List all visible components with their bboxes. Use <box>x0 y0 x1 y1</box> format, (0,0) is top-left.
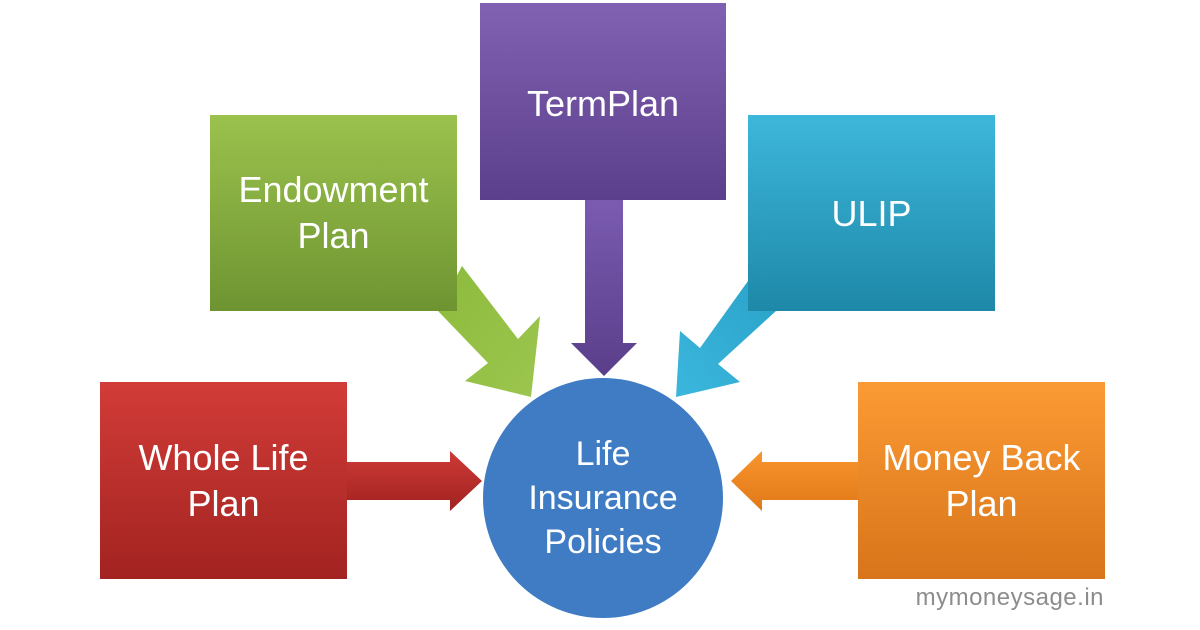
center-label-line1: Life <box>575 435 631 473</box>
money-back-arrow <box>731 451 858 511</box>
money-back-plan-box: Money Back Plan <box>858 382 1105 579</box>
whole-life-arrow <box>347 451 482 511</box>
endowment-plan-label-line1: Endowment <box>238 169 429 210</box>
center-label-line3: Policies <box>544 523 662 561</box>
money-back-plan-label-line1: Money Back <box>882 436 1081 478</box>
endowment-arrow <box>438 266 540 397</box>
endowment-plan-label-line2: Plan <box>297 215 370 256</box>
whole-life-plan-box: Whole Life Plan <box>100 382 347 579</box>
life-insurance-policies-circle: Life Insurance Policies <box>483 378 723 618</box>
center-label-line2: Insurance <box>528 479 678 517</box>
term-plan-box: TermPlan <box>480 3 726 200</box>
money-back-plan-label-line2: Plan <box>945 482 1018 524</box>
ulip-label: ULIP <box>831 193 912 234</box>
endowment-plan-box: Endowment Plan <box>210 115 457 311</box>
whole-life-plan-label-line1: Whole Life <box>138 436 309 478</box>
term-plan-label: TermPlan <box>526 83 680 124</box>
ulip-box: ULIP <box>748 115 995 311</box>
term-arrow <box>571 200 637 376</box>
whole-life-plan-label-line2: Plan <box>187 482 260 524</box>
watermark: mymoneysage.in <box>915 584 1104 611</box>
